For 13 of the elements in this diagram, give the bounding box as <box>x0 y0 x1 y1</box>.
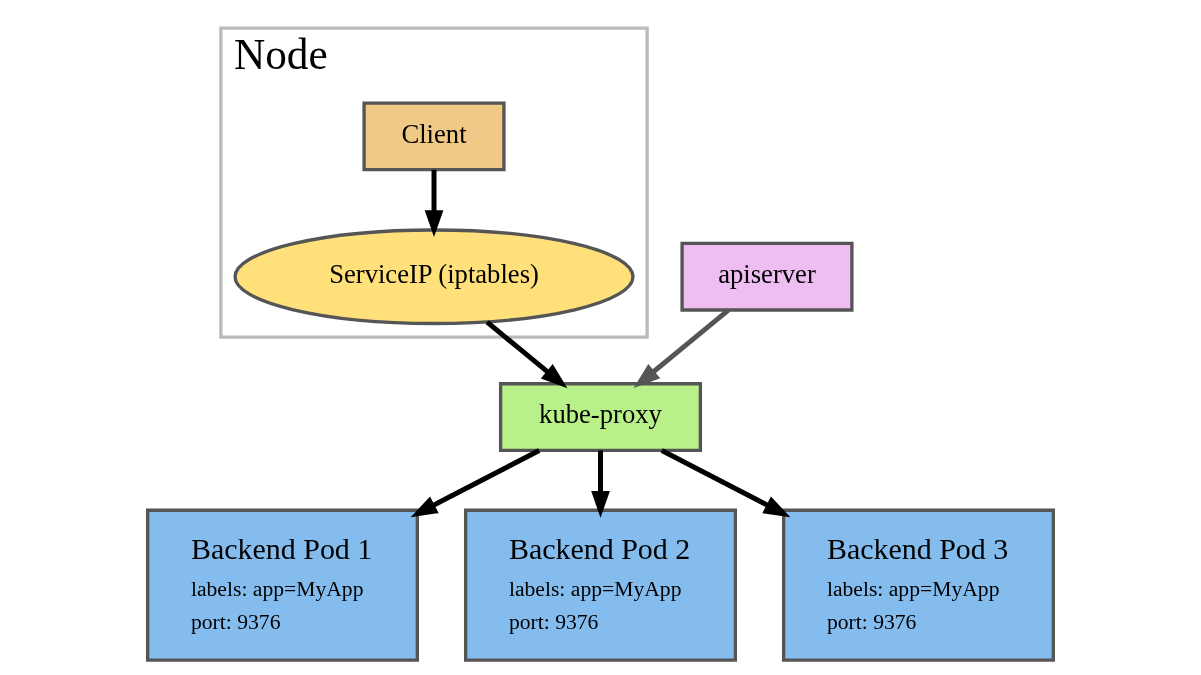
arrow <box>591 450 610 518</box>
node-box: apiserver <box>680 241 854 312</box>
node-ellipse: ServiceIP (iptables) <box>233 228 635 326</box>
arrow <box>485 320 568 389</box>
arrow <box>660 448 791 518</box>
arrow <box>410 448 541 518</box>
node-box: kube-proxy <box>498 382 703 452</box>
arrow <box>633 308 730 389</box>
node-box: Backend Pod 2 labels: app=MyApp port: 9376 <box>464 508 737 662</box>
node-box: Client <box>362 101 506 172</box>
arrow <box>424 169 444 237</box>
node-box: Backend Pod 3 labels: app=MyApp port: 9376 <box>781 508 1055 662</box>
node-box: Backend Pod 1 labels: app=MyApp port: 9376 <box>146 508 420 662</box>
